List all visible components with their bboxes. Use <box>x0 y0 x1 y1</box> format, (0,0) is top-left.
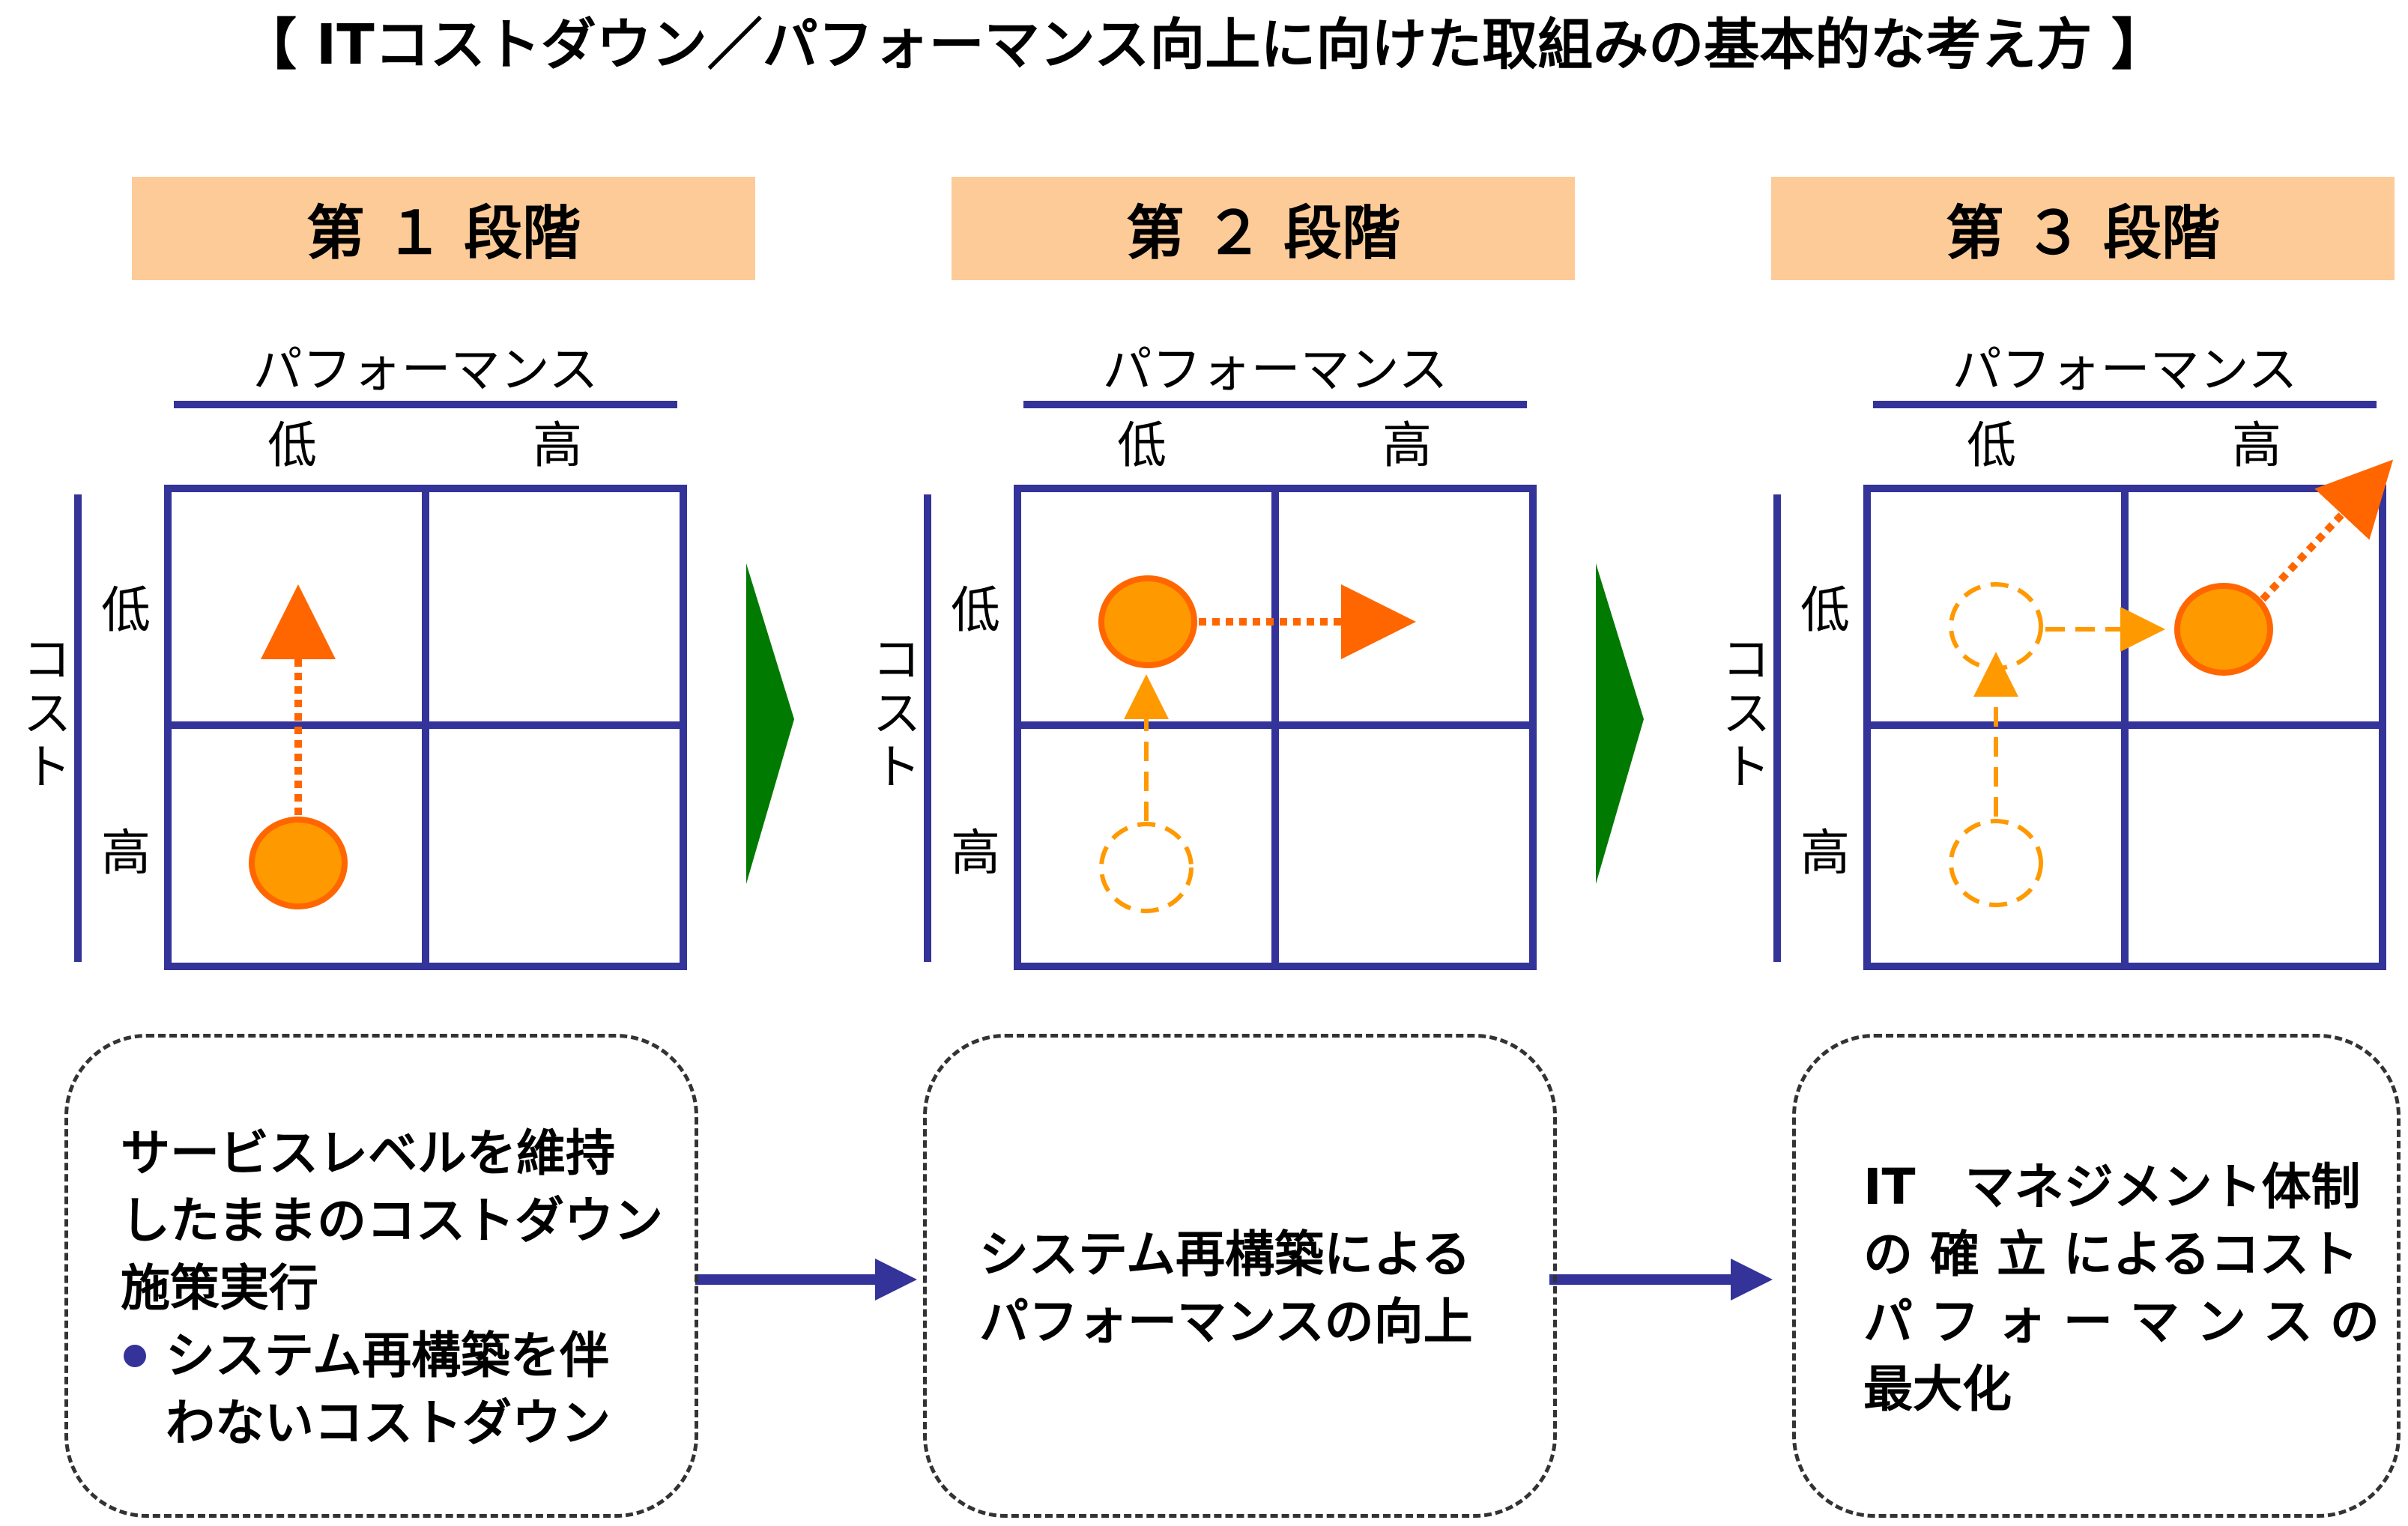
stage-2-matrix <box>924 401 1537 970</box>
stage-2-col-low: 低 <box>1117 417 1167 474</box>
stage-2-performance-label: パフォーマンス <box>1102 341 1448 399</box>
stage-1-col-low: 低 <box>267 417 317 474</box>
stage-1-bullet: システム再構築を伴 わないコストダウン <box>121 1322 663 1457</box>
stage-2-desc-line-1: システム再構築による <box>979 1226 1471 1283</box>
stage-3-cost-label: コスト <box>1713 633 1771 795</box>
stage-2-position-circle <box>1098 575 1197 668</box>
stage-3-row-low: 低 <box>1800 581 1850 639</box>
stage-1-matrix <box>74 401 687 970</box>
chevron-1-to-2 <box>746 563 794 884</box>
stage-2-description-box: システム再構築による パフォーマンスの向上 <box>923 1034 1557 1518</box>
stage-3-position-circle <box>2174 583 2273 676</box>
stage-1-row-low: 低 <box>101 581 151 639</box>
stage-3-header: 第 ３ 段階 <box>1771 177 2395 280</box>
stage-3-performance-label: パフォーマンス <box>1952 341 2298 399</box>
bullet-dot-icon <box>124 1345 146 1367</box>
stage-3-desc-line-1: IT マネジメント体制 <box>1863 1158 2361 1216</box>
stage-3-origin-circle <box>1949 819 2043 907</box>
stage-1-desc-line-2: したままのコストダウン <box>121 1192 664 1250</box>
stage-3-desc-line-2: の 確 立 によるコスト <box>1863 1226 2359 1283</box>
stage-2-desc-line-2: パフォーマンスの向上 <box>979 1293 1473 1351</box>
stage-3-col-high: 高 <box>2232 417 2281 474</box>
stage-3-col-low: 低 <box>1967 417 2016 474</box>
stage-1-col-high: 高 <box>533 417 582 474</box>
stage-3-desc-line-4: 最大化 <box>1863 1360 2012 1418</box>
chevron-2-to-3 <box>1596 563 1644 884</box>
page-title: 【 ITコストダウン／パフォーマンス向上に向けた取組みの基本的な考え方 】 <box>241 13 2167 77</box>
stage-3-matrix <box>1773 401 2394 970</box>
stage-1-bullet-line-2: わないコストダウン <box>166 1394 611 1452</box>
stage-2-row-low: 低 <box>951 581 1000 639</box>
stage-1-cost-label: コスト <box>14 633 72 795</box>
stage-2-col-high: 高 <box>1382 417 1432 474</box>
stage-1-row-high: 高 <box>101 824 151 882</box>
stage-1-bullet-line-1: システム再構築を伴 <box>166 1327 610 1384</box>
stage-1-performance-label: パフォーマンス <box>252 341 599 399</box>
stage-3-previous-circle <box>1949 582 2043 670</box>
stage-1-desc-line-1: サービスレベルを維持 <box>121 1124 615 1182</box>
stage-3-desc-line-3: パ フ ォ ー マ ン ス の <box>1863 1293 2380 1351</box>
stage-1-desc-line-3: 施策実行 <box>121 1259 318 1317</box>
stage-3-description-box: IT マネジメント体制 の 確 立 によるコスト パ フ ォ ー マ ン ス の… <box>1792 1034 2401 1518</box>
stage-2-header: 第 ２ 段階 <box>952 177 1575 280</box>
stage-1-position-circle <box>249 817 348 909</box>
stage-1-header: 第 １ 段階 <box>132 177 755 280</box>
stage-3-row-high: 高 <box>1800 824 1850 882</box>
stage-2-row-high: 高 <box>951 824 1000 882</box>
stage-3-diagonal-arrow <box>2260 459 2394 602</box>
stage-1-description-box: サービスレベルを維持 したままのコストダウン 施策実行 システム再構築を伴 わな… <box>64 1034 698 1518</box>
stage-2-previous-circle <box>1099 822 1194 913</box>
stage-2-cost-label: コスト <box>864 633 922 795</box>
